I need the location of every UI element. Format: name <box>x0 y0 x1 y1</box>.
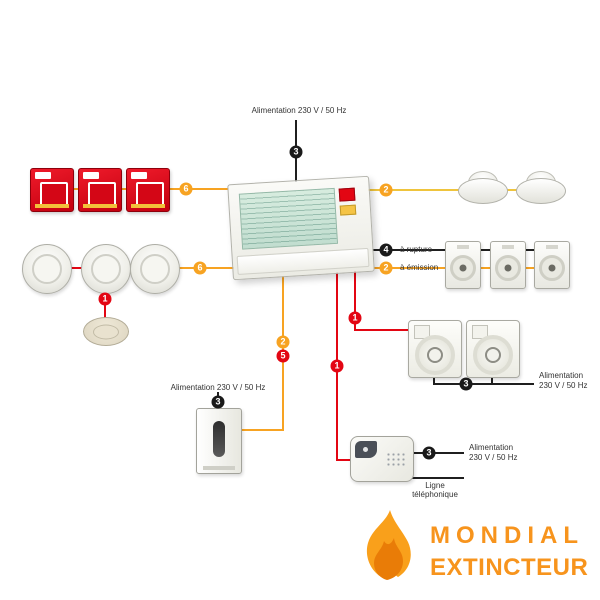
sounder-speaker <box>450 254 476 281</box>
sounder <box>490 241 526 289</box>
label-phone-line-2: téléphonique <box>412 490 458 499</box>
badge-top-power: 3 <box>289 145 303 159</box>
heat-detector-base <box>458 178 508 204</box>
control-panel-yellow-button <box>339 204 357 216</box>
wire-holder-stub-1 <box>433 376 435 384</box>
sounder-speaker-dot <box>548 264 556 272</box>
badge-phone-power: 3 <box>422 446 436 460</box>
branch-detector <box>83 317 129 346</box>
door-holder-dial <box>473 335 513 375</box>
transmitter-led <box>363 447 368 452</box>
badge-call-points: 6 <box>179 182 193 196</box>
transmitter-keypad <box>386 452 406 466</box>
sounder <box>534 241 570 289</box>
heat-detector <box>458 171 508 204</box>
call-point-tag <box>83 172 99 179</box>
control-panel-red-button <box>338 187 356 202</box>
door-holder-dial <box>415 335 455 375</box>
power-supply-unit <box>196 408 242 474</box>
door-holder <box>408 320 462 378</box>
door-holder-dial-center <box>485 347 501 363</box>
sounder-speaker-dot <box>459 264 467 272</box>
door-holder <box>466 320 520 378</box>
branch-detector-ring <box>93 324 119 339</box>
badge-holders-line: 1 <box>348 311 362 325</box>
label-power-right-1: Alimentation <box>539 371 584 380</box>
wire-psu-horizontal <box>240 429 284 431</box>
call-point-glass <box>40 182 68 206</box>
manual-call-point <box>78 168 122 212</box>
flame-icon <box>354 508 420 595</box>
control-panel-display <box>238 187 339 250</box>
smoke-detector <box>81 244 131 294</box>
heat-detector <box>516 171 566 204</box>
smoke-detector-ring <box>91 254 121 284</box>
manual-call-point <box>126 168 170 212</box>
label-phone-line-1: Ligne <box>425 481 445 490</box>
call-point-strip <box>35 204 69 208</box>
call-point-tag <box>131 172 147 179</box>
badge-holders-power: 3 <box>459 377 473 391</box>
control-panel-flap <box>236 247 370 275</box>
sounder-speaker <box>539 254 565 281</box>
telephone-transmitter <box>350 436 414 482</box>
power-supply-base <box>203 466 235 470</box>
label-rupture: à rupture <box>400 245 433 254</box>
sounder-vent <box>502 245 514 249</box>
badge-psu-line-b: 5 <box>276 349 290 363</box>
sounder-speaker-dot <box>504 264 512 272</box>
call-point-strip <box>131 204 165 208</box>
badge-smoke-branch: 1 <box>98 292 112 306</box>
label-power-top: Alimentation 230 V / 50 Hz <box>251 106 347 115</box>
badge-psu-line-a: 2 <box>276 335 290 349</box>
badge-phone-line: 1 <box>330 359 344 373</box>
badge-rupture: 4 <box>379 243 393 257</box>
heat-detector-base <box>516 178 566 204</box>
manual-call-point <box>30 168 74 212</box>
label-emission: à émission <box>400 263 439 272</box>
smoke-detector <box>22 244 72 294</box>
sounder-speaker <box>495 254 521 281</box>
wire-smoke-orange <box>168 267 252 269</box>
door-holder-dial-center <box>427 347 443 363</box>
label-power-phone-2: 230 V / 50 Hz <box>469 453 518 462</box>
badge-emission: 2 <box>379 261 393 275</box>
wire-holders-red-vertical <box>354 262 356 330</box>
label-power-psu: Alimentation 230 V / 50 Hz <box>170 383 266 392</box>
call-point-strip <box>83 204 117 208</box>
wire-phone-horizontal <box>336 459 352 461</box>
smoke-detector-ring <box>140 254 170 284</box>
alarm-control-panel <box>227 175 375 281</box>
call-point-glass <box>88 182 116 206</box>
sounder <box>445 241 481 289</box>
label-power-phone-1: Alimentation <box>469 443 514 452</box>
wire-holders-power <box>433 383 534 385</box>
label-power-right-2: 230 V / 50 Hz <box>539 381 588 390</box>
wire-holder-stub-2 <box>491 376 493 384</box>
wire-heat-detectors <box>360 189 540 191</box>
sounder-vent <box>546 245 558 249</box>
badge-smoke: 6 <box>193 261 207 275</box>
wire-holders-red-horizontal <box>354 329 412 331</box>
logo-text-line1: MONDIAL <box>430 522 584 549</box>
call-point-glass <box>136 182 164 206</box>
wire-phone-line <box>410 477 464 479</box>
call-point-tag <box>35 172 51 179</box>
smoke-detector-ring <box>32 254 62 284</box>
logo-text-line2: EXTINCTEUR <box>430 554 589 581</box>
power-supply-slot <box>213 421 225 457</box>
badge-heat: 2 <box>379 183 393 197</box>
badge-psu-power: 3 <box>211 395 225 409</box>
sounder-vent <box>457 245 469 249</box>
smoke-detector <box>130 244 180 294</box>
wire-phone-power <box>412 452 464 454</box>
